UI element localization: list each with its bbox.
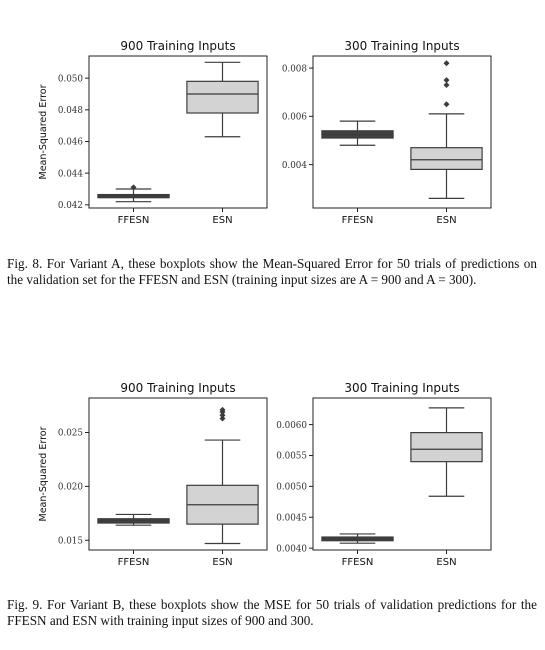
x-tick-label: FFESN	[342, 557, 374, 568]
outlier-point	[443, 81, 450, 88]
outlier-point	[130, 184, 137, 191]
box-ffesn	[321, 120, 394, 146]
x-tick-label: ESN	[436, 557, 456, 568]
iqr-box	[410, 432, 483, 463]
box-esn	[186, 61, 259, 138]
x-tick-label: ESN	[436, 215, 456, 226]
y-axis-label: Mean-Squared Error	[38, 84, 49, 179]
outlier-point	[443, 60, 450, 67]
y-tick-label: 0.0045	[276, 513, 307, 523]
y-tick-label: 0.004	[282, 161, 308, 171]
axes-frame	[88, 55, 268, 209]
y-tick-label: 0.008	[282, 64, 307, 74]
y-tick-label: 0.0040	[276, 544, 307, 554]
y-tick-label: 0.044	[58, 169, 84, 179]
y-tick-label: 0.0050	[276, 483, 307, 493]
y-tick-label: 0.0055	[276, 452, 307, 462]
x-tick-label: ESN	[212, 215, 232, 226]
axes-frame	[312, 55, 492, 209]
outlier-point	[219, 415, 226, 422]
iqr-box	[321, 130, 394, 139]
y-tick-label: 0.020	[58, 483, 84, 493]
outlier-point	[443, 101, 450, 108]
figure-9-caption: Fig. 9. For Variant B, these boxplots sh…	[7, 597, 537, 628]
y-tick-label: 0.048	[58, 106, 83, 116]
box-ffesn	[97, 184, 170, 203]
x-tick-label: ESN	[212, 557, 232, 568]
x-tick-label: FFESN	[118, 215, 150, 226]
box-esn	[186, 406, 259, 545]
outlier-point	[443, 77, 450, 84]
y-tick-label: 0.006	[282, 113, 308, 123]
chart-title: 900 Training Inputs	[120, 39, 235, 53]
axes-frame	[88, 397, 268, 551]
figure-8-caption: Fig. 8. For Variant A, these boxplots sh…	[7, 256, 537, 287]
box-ffesn	[97, 513, 170, 526]
chart-title: 300 Training Inputs	[344, 39, 459, 53]
x-tick-label: FFESN	[342, 215, 374, 226]
box-ffesn	[321, 533, 394, 544]
axes-frame	[312, 397, 492, 551]
x-tick-label: FFESN	[118, 557, 150, 568]
y-tick-label: 0.025	[58, 429, 83, 439]
y-tick-label: 0.050	[58, 74, 84, 84]
y-tick-label: 0.042	[58, 201, 83, 211]
box-esn	[410, 60, 483, 199]
y-tick-label: 0.0060	[276, 421, 307, 431]
outlier-point	[219, 412, 226, 419]
outlier-point	[219, 406, 226, 413]
iqr-box	[186, 80, 259, 114]
y-tick-label: 0.046	[58, 138, 84, 148]
chart-title: 900 Training Inputs	[120, 381, 235, 395]
chart-title: 300 Training Inputs	[344, 381, 459, 395]
y-axis-label: Mean-Squared Error	[38, 426, 49, 521]
box-esn	[410, 407, 483, 497]
iqr-box	[410, 147, 483, 170]
y-tick-label: 0.015	[58, 536, 83, 546]
